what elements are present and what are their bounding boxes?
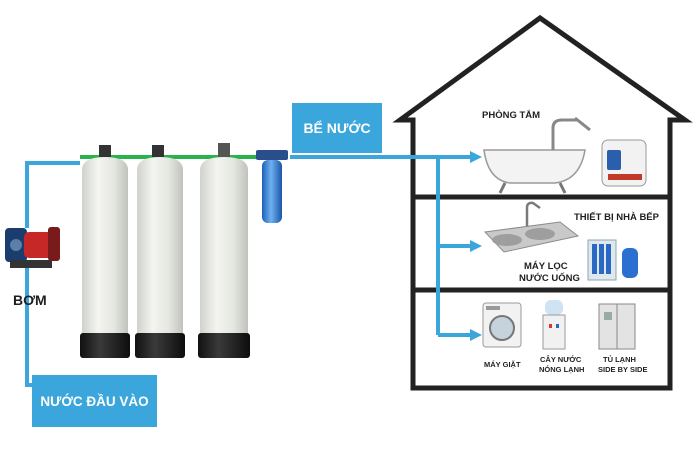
house-outline <box>392 14 693 391</box>
pump-icon <box>5 227 60 268</box>
kitchen-devices-label: THIẾT BỊ NHÀ BẾP <box>574 212 659 223</box>
bathroom-label: PHÒNG TẮM <box>482 110 541 121</box>
arrow-bathroom <box>470 151 482 163</box>
filter-tank-icon <box>198 143 250 358</box>
washing-machine-icon <box>482 302 522 348</box>
ro-purifier-icon <box>587 239 638 281</box>
arrow-appliances <box>470 329 482 341</box>
water-pipes <box>25 155 475 387</box>
inlet-water-badge: NƯỚC ĐẦU VÀO <box>32 375 157 427</box>
filter-tank-icon <box>80 145 130 358</box>
dispenser-label-line1: CÂY NƯỚC <box>540 355 582 364</box>
water-tank-badge: BỂ NƯỚC <box>292 103 382 153</box>
water-tank-label: BỂ NƯỚC <box>303 120 371 136</box>
inlet-water-label: NƯỚC ĐẦU VÀO <box>40 393 149 409</box>
arrow-kitchen <box>470 240 482 252</box>
filter-tank-icon <box>135 145 185 358</box>
washing-machine-label: MÁY GIẶT <box>484 360 521 369</box>
dispenser-label-line2: NÓNG LẠNH <box>539 365 585 374</box>
purifier-label-line1: MÁY LỌC <box>524 261 568 272</box>
pump-label: BƠM <box>13 292 47 308</box>
sink-icon <box>483 201 580 253</box>
fridge-label-line1: TỦ LẠNH <box>603 355 636 364</box>
water-heater-icon <box>601 139 647 187</box>
water-dispenser-icon <box>542 300 566 350</box>
refrigerator-icon <box>598 303 636 350</box>
bathtub-icon <box>483 116 591 194</box>
cartridge-filter-icon <box>256 150 288 223</box>
purifier-label-line2: NƯỚC UỐNG <box>519 273 580 284</box>
fridge-label-line2: SIDE BY SIDE <box>598 365 648 374</box>
